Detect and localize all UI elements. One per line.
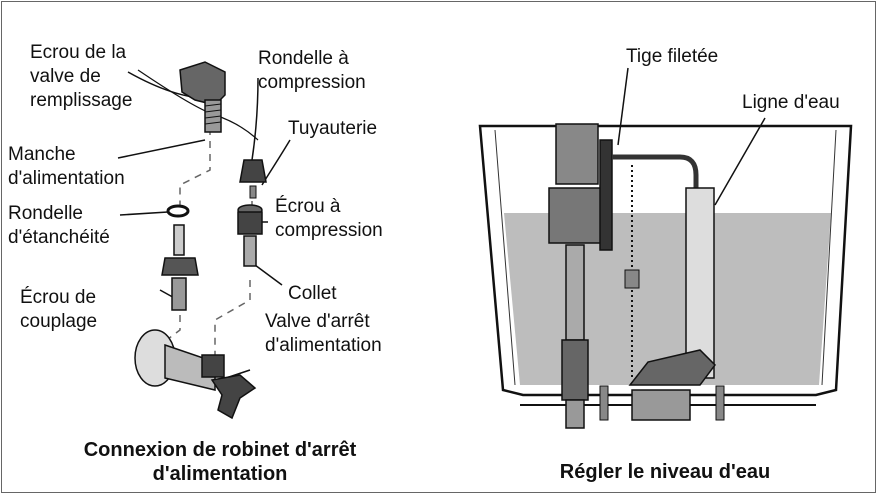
supply-sleeve-part bbox=[161, 224, 199, 311]
label-compression-nut-line2: compression bbox=[275, 220, 383, 241]
fill-valve-assembly bbox=[548, 123, 613, 429]
label-supply-sleeve-line1: Manche bbox=[8, 144, 76, 165]
label-sealing-washer-line2: d'étanchéité bbox=[8, 227, 110, 248]
label-shutoff-valve-line1: Valve d'arrêt bbox=[265, 311, 370, 332]
label-shutoff-valve-line2: d'alimentation bbox=[265, 335, 382, 356]
caption-left-line2: d'alimentation bbox=[152, 463, 288, 485]
toilet-tank-illustration bbox=[478, 67, 853, 429]
sealing-washer-part bbox=[166, 204, 190, 218]
label-fill-valve-nut-line1: Ecrou de la bbox=[30, 42, 127, 63]
label-fill-valve-nut-line3: remplissage bbox=[30, 90, 133, 111]
shutoff-valve-part bbox=[134, 329, 257, 420]
label-water-line: Ligne d'eau bbox=[742, 92, 840, 113]
compression-washer-part bbox=[239, 159, 267, 183]
label-collar: Collet bbox=[288, 283, 337, 304]
label-compression-washer-line2: compression bbox=[258, 72, 366, 93]
label-compression-nut-line1: Écrou à bbox=[275, 196, 341, 217]
label-coupling-nut-line1: Écrou de bbox=[20, 287, 97, 308]
label-tubing: Tuyauterie bbox=[288, 118, 378, 139]
label-threaded-rod: Tige filetée bbox=[626, 46, 719, 67]
compression-nut-part bbox=[237, 204, 263, 267]
label-sealing-washer-line1: Rondelle bbox=[8, 203, 83, 224]
tubing-part bbox=[249, 185, 257, 199]
overflow-tube bbox=[685, 187, 715, 379]
fill-valve-nut-part bbox=[179, 61, 226, 133]
flapper bbox=[628, 349, 716, 386]
caption-left-line1: Connexion de robinet d'arrêt bbox=[83, 439, 357, 461]
label-coupling-nut-line2: couplage bbox=[20, 311, 98, 332]
label-supply-sleeve-line2: d'alimentation bbox=[8, 168, 125, 189]
label-fill-valve-nut-line2: valve de bbox=[30, 66, 101, 87]
caption-right: Régler le niveau d'eau bbox=[559, 461, 771, 483]
label-compression-washer-line1: Rondelle à bbox=[258, 48, 349, 69]
